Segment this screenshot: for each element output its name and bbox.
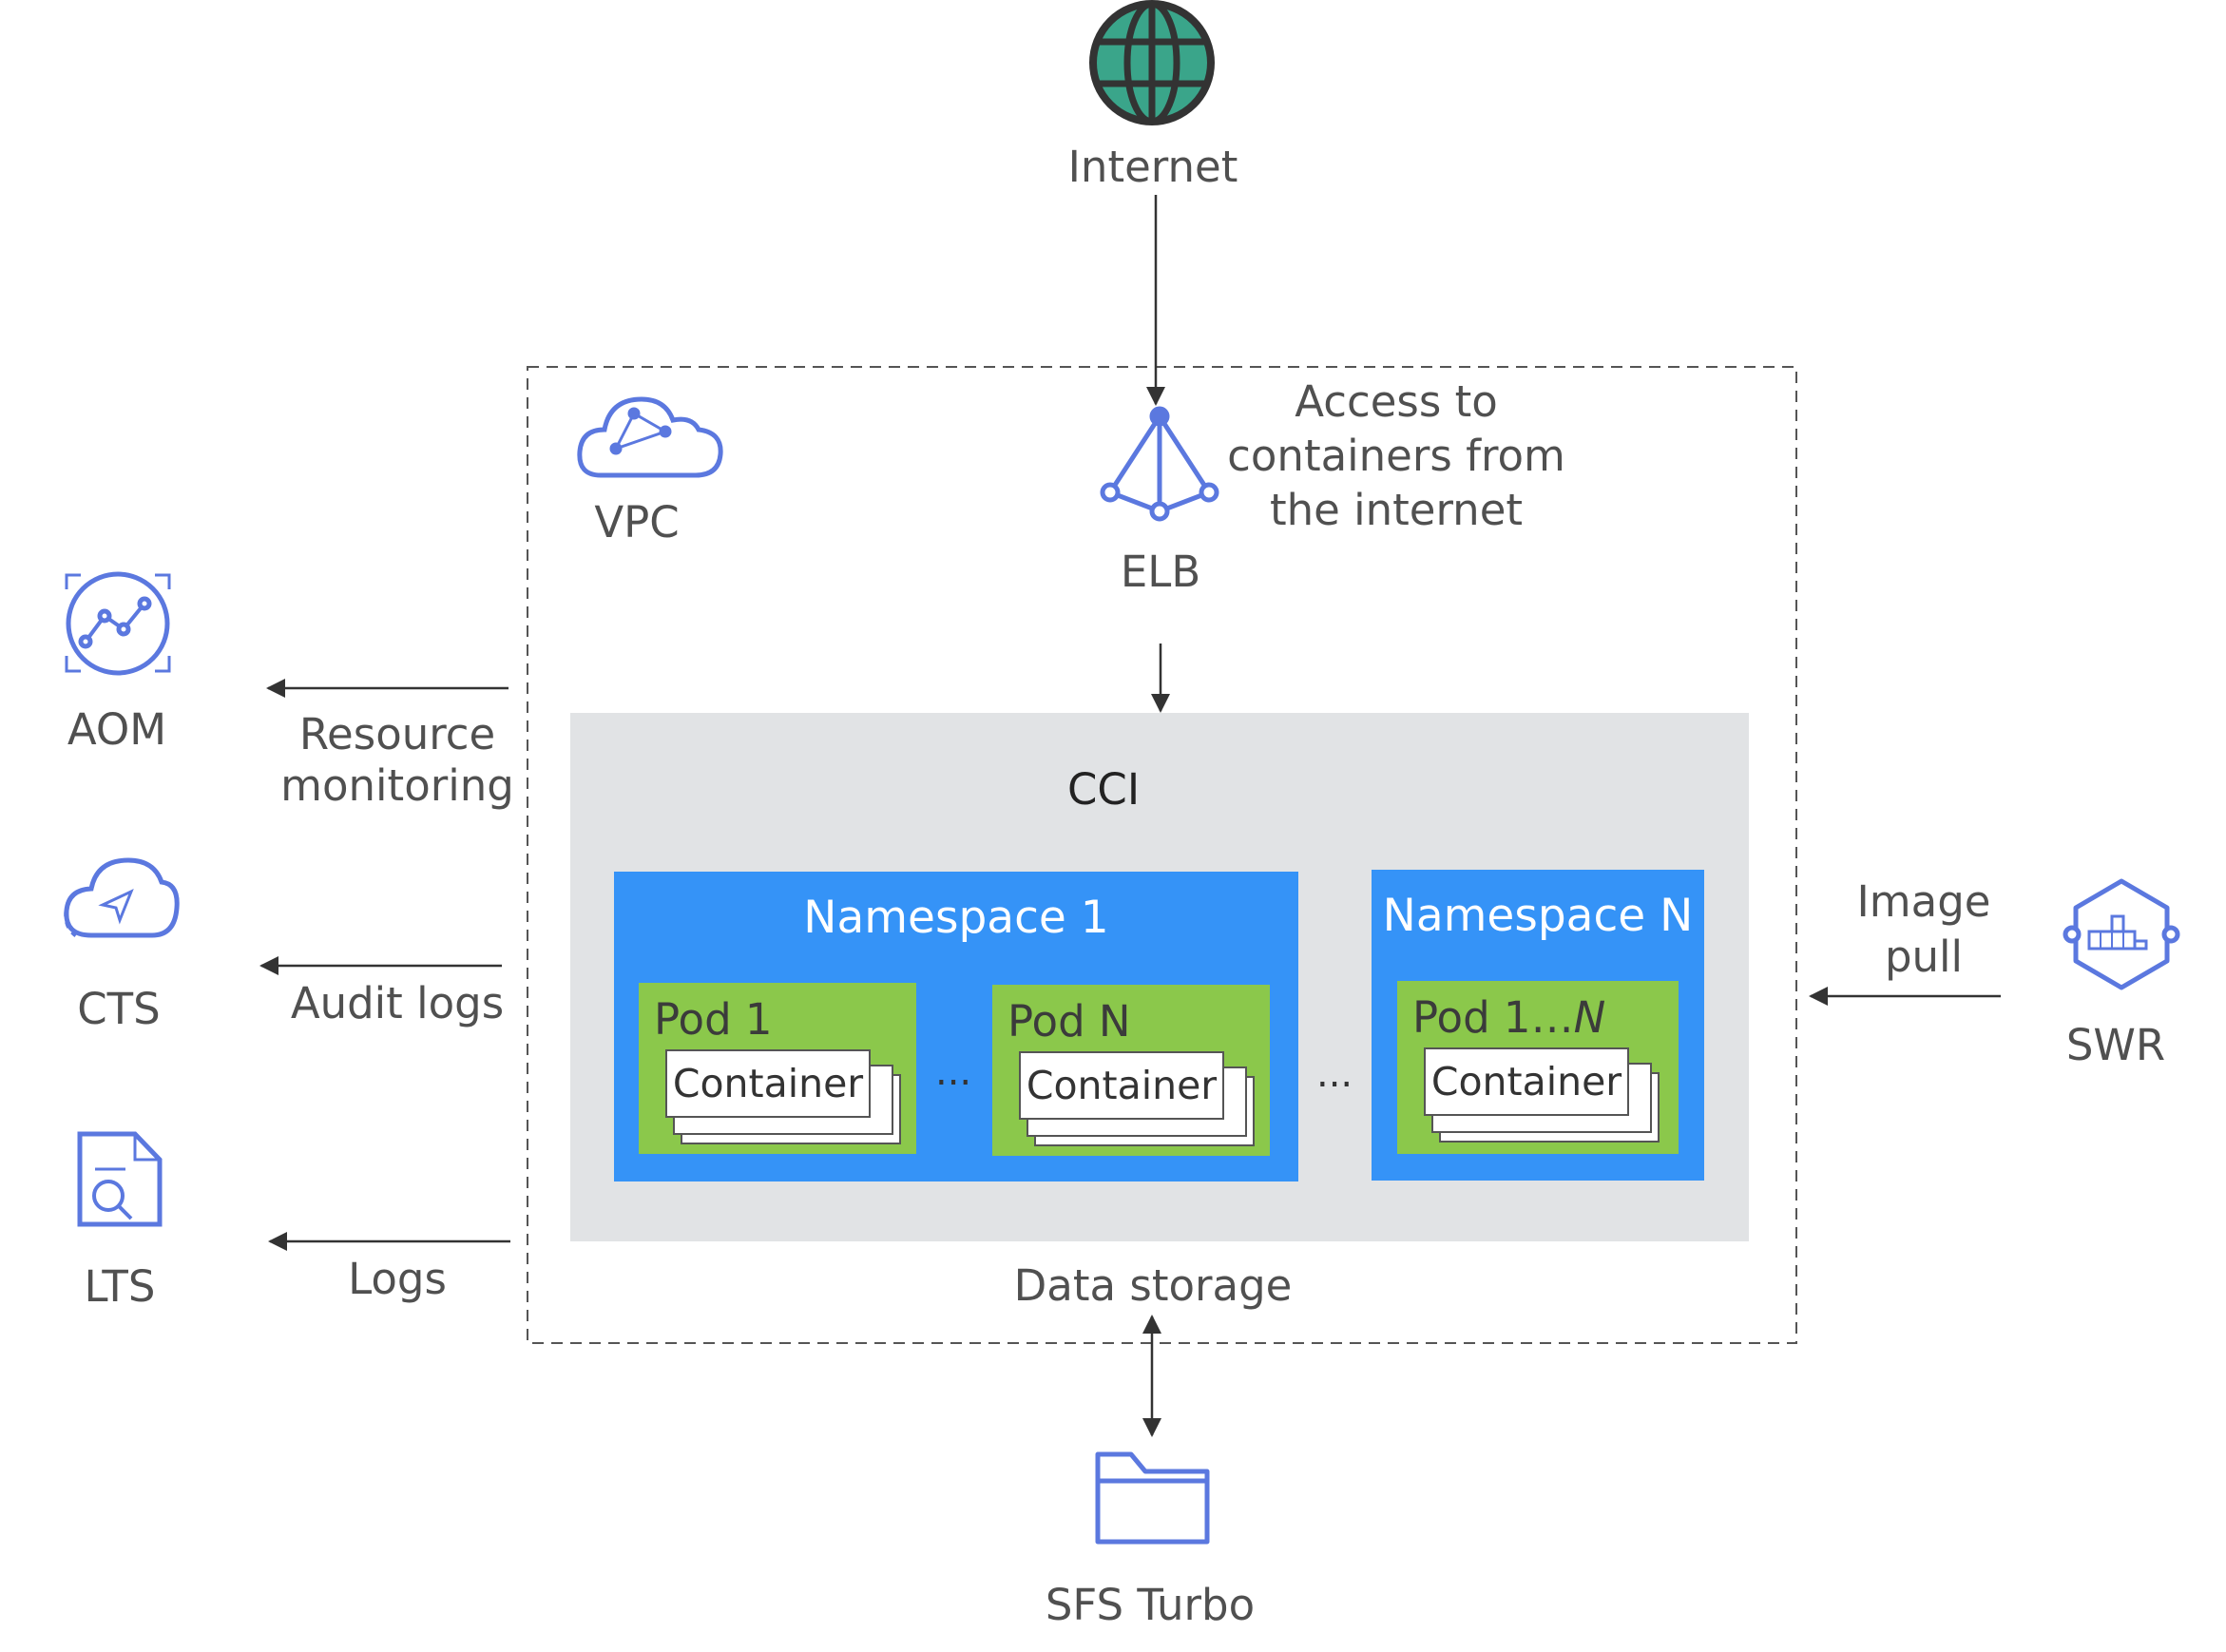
pod-title: Pod N [1007, 996, 1131, 1047]
vpc-cloud-icon [577, 396, 723, 478]
container-card: Container [665, 1049, 871, 1118]
swr-registry-icon [2063, 878, 2180, 990]
elb-icon [1100, 406, 1219, 522]
sfs-label: SFS Turbo [1045, 1580, 1256, 1630]
pod-title: Pod 1 [654, 994, 773, 1045]
elb-note: Access to containers from the internet [1227, 376, 1565, 535]
container-label: Container [1026, 1063, 1218, 1108]
elb-label: ELB [1120, 547, 1201, 597]
logs-label: Logs [348, 1254, 447, 1304]
cci-label: CCI [1067, 764, 1141, 815]
internet-label: Internet [1067, 142, 1238, 192]
vpc-boundary [527, 366, 1797, 1344]
resource-monitoring-label: Resource monitoring [280, 709, 514, 811]
vpc-label: VPC [594, 497, 680, 547]
aom-monitor-icon [65, 571, 171, 676]
audit-logs-label: Audit logs [290, 978, 505, 1028]
lts-label: LTS [84, 1261, 156, 1312]
data-storage-label: Data storage [1013, 1260, 1293, 1311]
swr-label: SWR [2065, 1020, 2166, 1070]
namespace-title: Namespace 1 [803, 892, 1109, 944]
cts-cloud-icon [64, 857, 180, 938]
lts-document-icon [77, 1131, 163, 1227]
pod-title: Pod 1…N [1412, 992, 1606, 1043]
container-card: Container [1424, 1047, 1629, 1116]
globe-icon [1089, 0, 1215, 125]
container-label: Container [1430, 1059, 1622, 1105]
cts-label: CTS [77, 984, 161, 1034]
namespaces-ellipsis: ... [1316, 1052, 1353, 1096]
sfs-folder-icon [1095, 1451, 1210, 1545]
image-pull-label: Image pull [1856, 876, 1991, 982]
namespace-title: Namespace N [1382, 890, 1694, 942]
pods-ellipsis: ... [935, 1050, 972, 1094]
container-card: Container [1019, 1051, 1224, 1120]
container-label: Container [672, 1061, 864, 1106]
aom-label: AOM [67, 704, 167, 755]
